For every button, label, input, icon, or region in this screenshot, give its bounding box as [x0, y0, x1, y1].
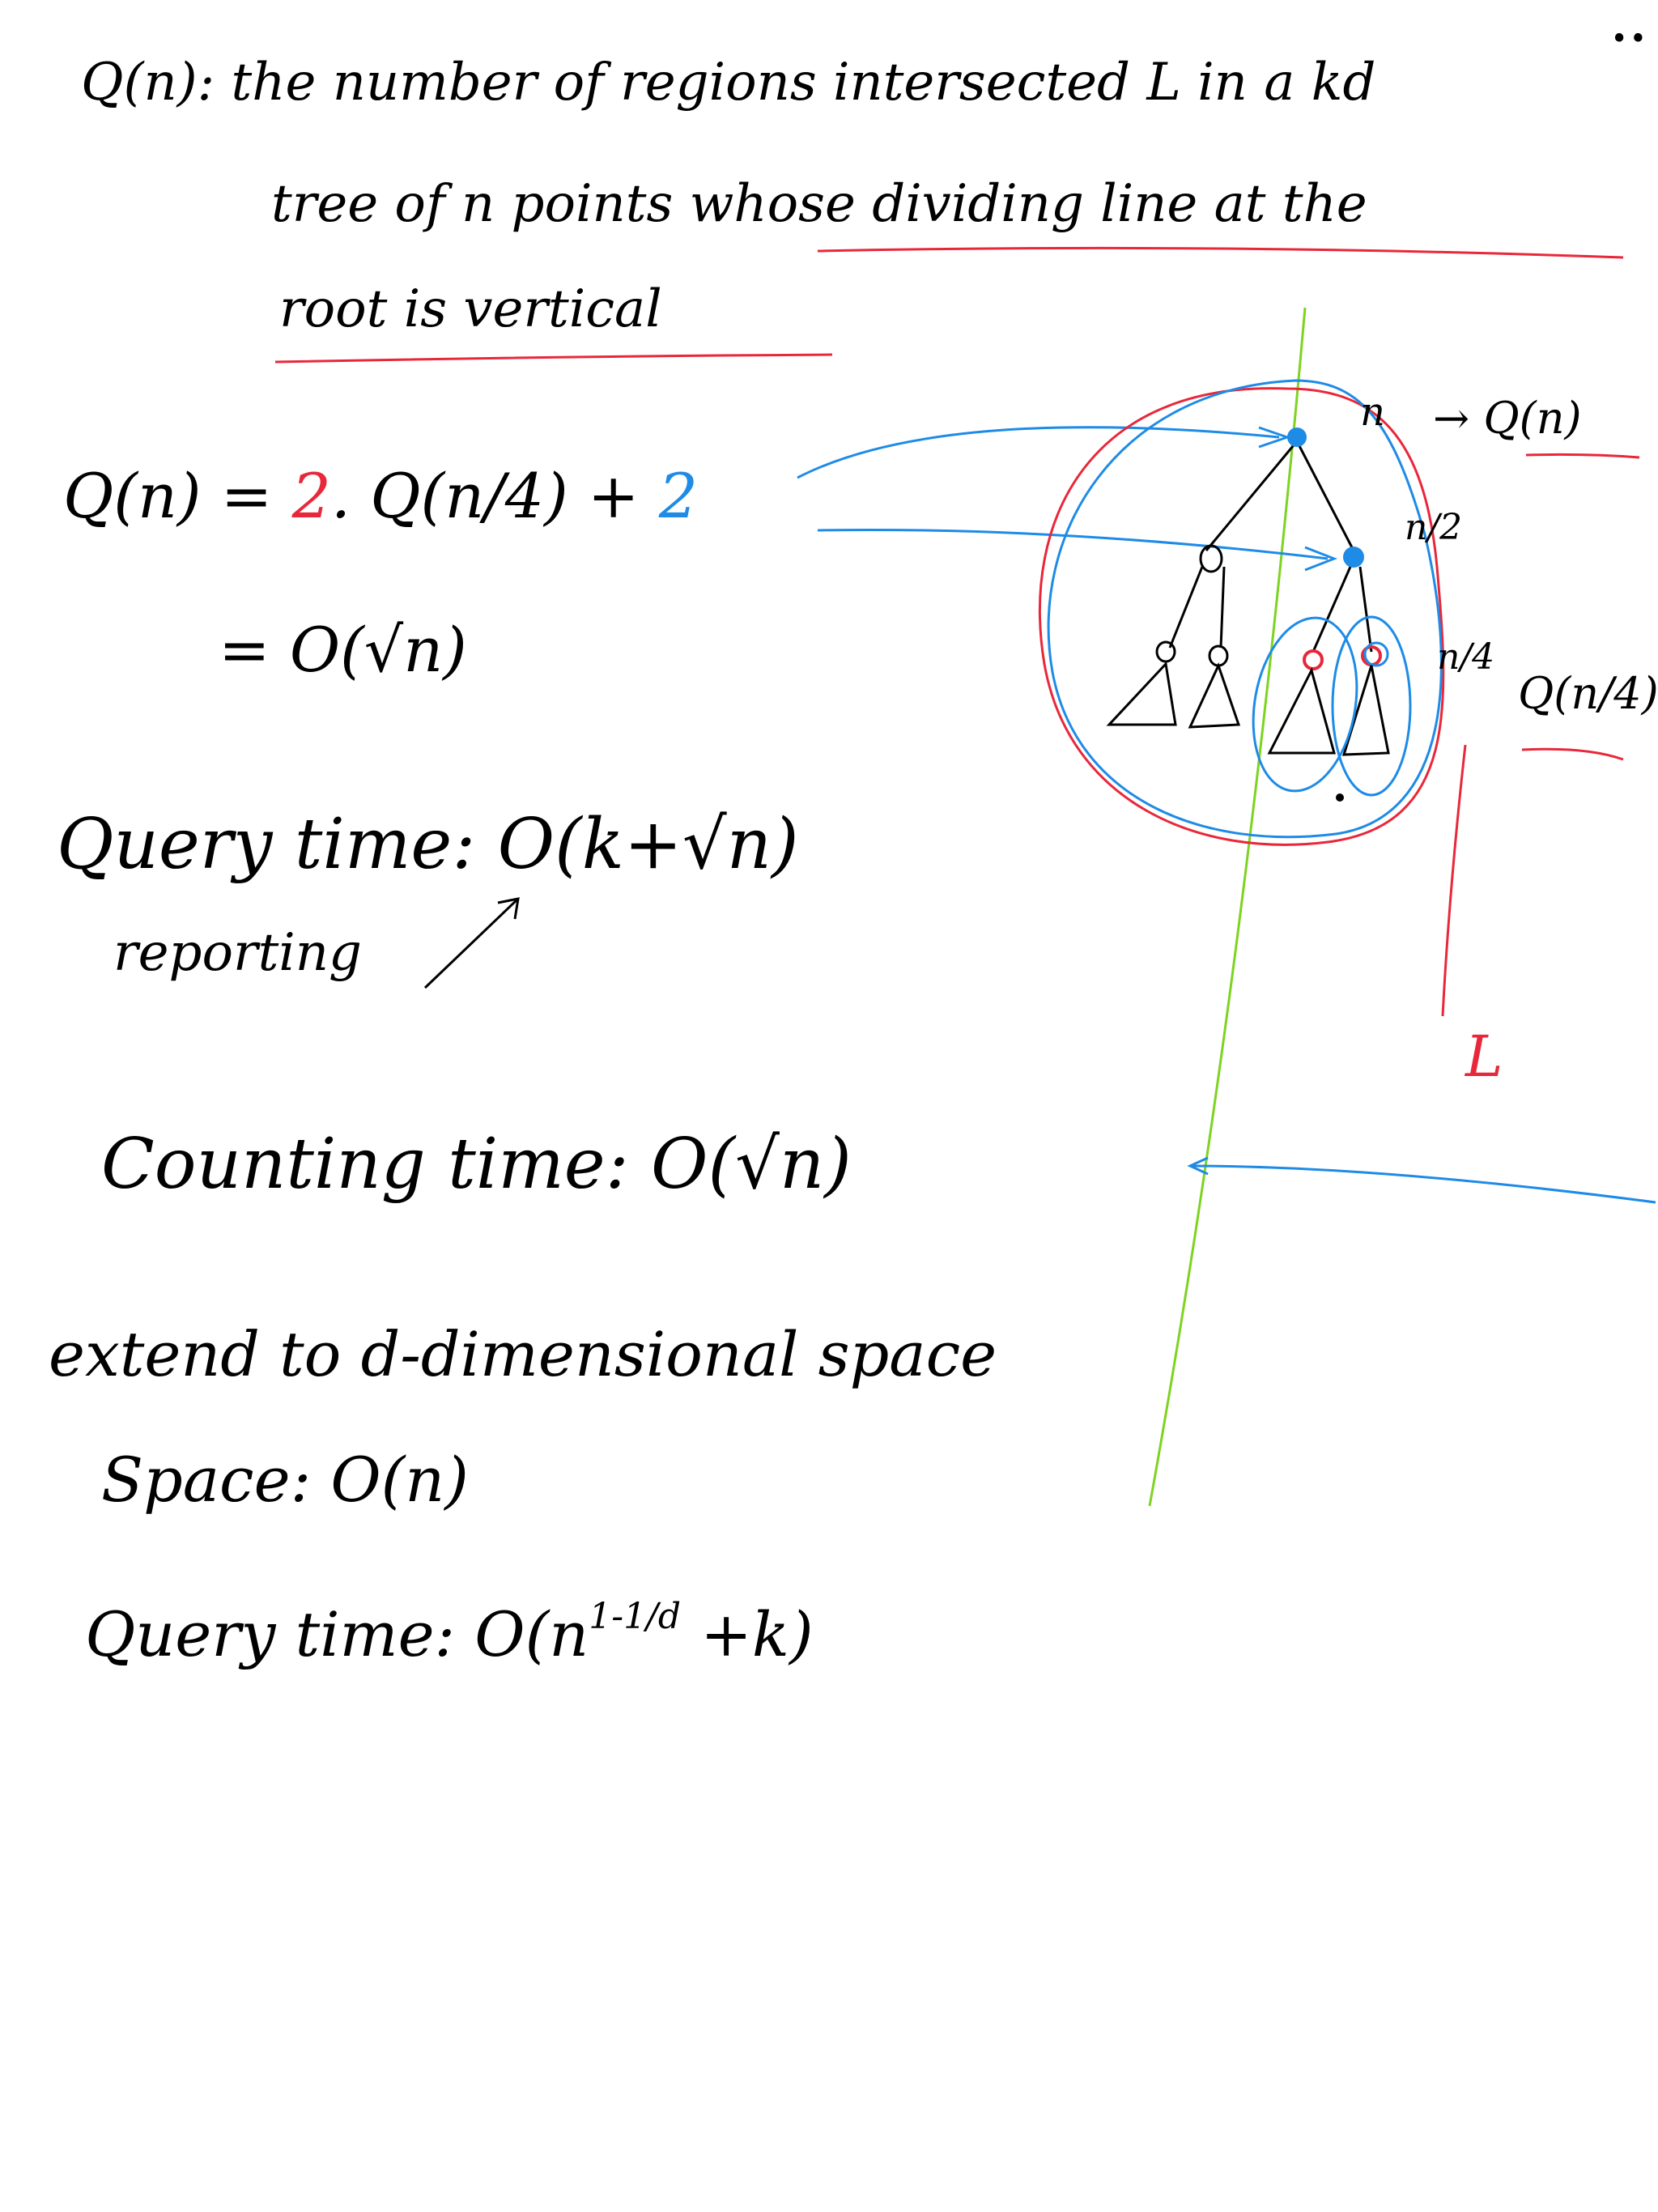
grandchild-node-2 — [1208, 644, 1229, 667]
underline-line3 — [274, 353, 833, 364]
recurrence-result: = O(√n) — [219, 614, 467, 686]
query-time: Query time: O(k+√n) — [57, 804, 799, 885]
arrow-counting — [1189, 1164, 1656, 1204]
query-time-d-suffix: +k) — [681, 1598, 814, 1670]
quarter-rhs: Q(n/4) — [1518, 668, 1658, 719]
subtrees — [1106, 661, 1390, 756]
query-time-d-prefix: Query time: O(n — [85, 1598, 589, 1670]
underline-line2 — [817, 246, 1624, 259]
definition-line2: tree of n points whose dividing line at … — [271, 174, 1367, 234]
right-child-node — [1343, 547, 1364, 568]
half-label: n/2 — [1405, 507, 1463, 548]
arrow-head-counting — [1187, 1156, 1209, 1176]
root-node — [1287, 428, 1307, 447]
definition-line1: Q(n): the number of regions intersected … — [81, 53, 1376, 113]
query-time-note: reporting — [113, 923, 362, 983]
recurrence-mid: . Q(n/4) + — [330, 460, 659, 532]
quarter-label: n/4 — [1437, 636, 1495, 678]
arrow-to-root — [797, 426, 1280, 479]
definition-line3: root is vertical — [279, 279, 662, 339]
query-time-d: Query time: O(n1-1/d +k) — [85, 1599, 814, 1665]
reporting-arrow-head — [497, 897, 520, 920]
more-menu-dots[interactable]: •• — [1610, 23, 1648, 56]
grandchild-node-4-outline — [1363, 641, 1389, 667]
arrow-to-child — [817, 528, 1329, 560]
recurrence-lhs: Q(n) = — [63, 460, 292, 532]
red-enclosing-circle — [1038, 387, 1445, 846]
underline-Qn — [1525, 453, 1640, 459]
red-line-L — [1441, 744, 1467, 1017]
vertical-dividing-line — [1148, 307, 1307, 1507]
extend-statement: extend to d-dimensional space — [49, 1318, 997, 1390]
counting-time: Counting time: O(√n) — [101, 1124, 852, 1205]
underline-Qn4 — [1521, 747, 1624, 761]
blue-enclosing-circle — [1047, 379, 1443, 839]
blue-oval-subtree-3 — [1252, 616, 1358, 793]
line-label-L: L — [1465, 1023, 1503, 1090]
grandchild-node-1 — [1155, 640, 1176, 663]
space-complexity: Space: O(n) — [101, 1444, 469, 1516]
recurrence-const: 2 — [658, 460, 699, 532]
kd-tree-edges — [1168, 440, 1373, 653]
grandchild-node-3 — [1303, 649, 1324, 670]
arrow-head-child — [1304, 546, 1338, 572]
recurrence-coef: 2 — [291, 460, 331, 532]
recurrence-equation: Q(n) = 2. Q(n/4) + 2 — [63, 466, 698, 527]
blue-oval-subtree-4 — [1331, 615, 1412, 797]
left-child-node — [1199, 544, 1223, 573]
reporting-arrow — [423, 897, 520, 989]
root-rhs-Qn: → Q(n) — [1433, 393, 1582, 444]
dot-mark — [1336, 793, 1344, 802]
query-time-d-exponent: 1-1/d — [589, 1596, 682, 1637]
root-label-n: n — [1360, 389, 1385, 435]
